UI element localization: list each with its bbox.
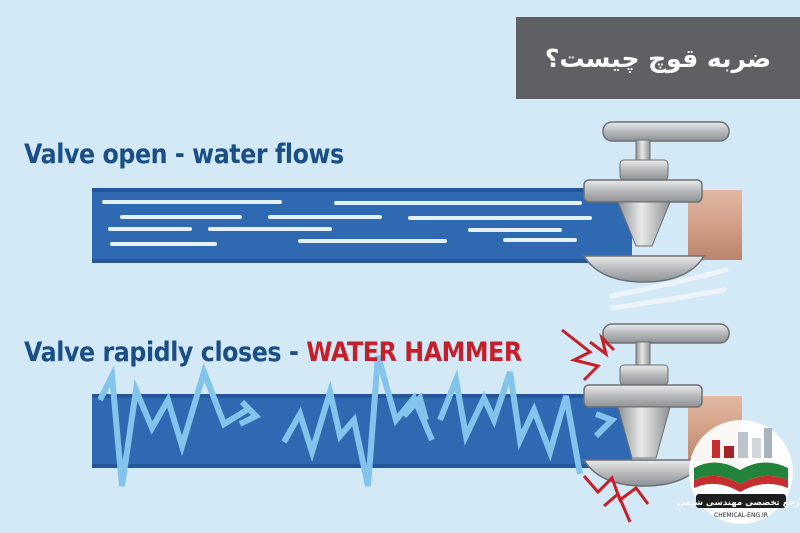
label-water-hammer: WATER HAMMER — [306, 337, 522, 368]
factory-icon — [712, 428, 772, 458]
label-valve-closes-prefix: Valve rapidly closes - — [24, 337, 307, 368]
shock-waves — [97, 355, 618, 487]
logo-text-en: CHEMICAL-ENG.IR — [714, 512, 768, 519]
logo: مرجع تخصصی مهندسی شیمی CHEMICAL-ENG.IR — [677, 420, 800, 524]
impact-burst-bottom — [582, 475, 650, 523]
page-title: ضربه قوچ چیست؟ — [516, 17, 800, 99]
flow-lines — [102, 200, 592, 246]
label-valve-open: Valve open - water flows — [24, 139, 344, 170]
logo-text-fa: مرجع تخصصی مهندسی شیمی — [677, 498, 800, 508]
label-valve-closes: Valve rapidly closes - WATER HAMMER — [24, 337, 522, 368]
valve-top — [582, 121, 730, 283]
handle-motion-trail — [609, 267, 729, 311]
open-book-icon — [694, 462, 788, 492]
impact-burst-top — [561, 328, 616, 382]
